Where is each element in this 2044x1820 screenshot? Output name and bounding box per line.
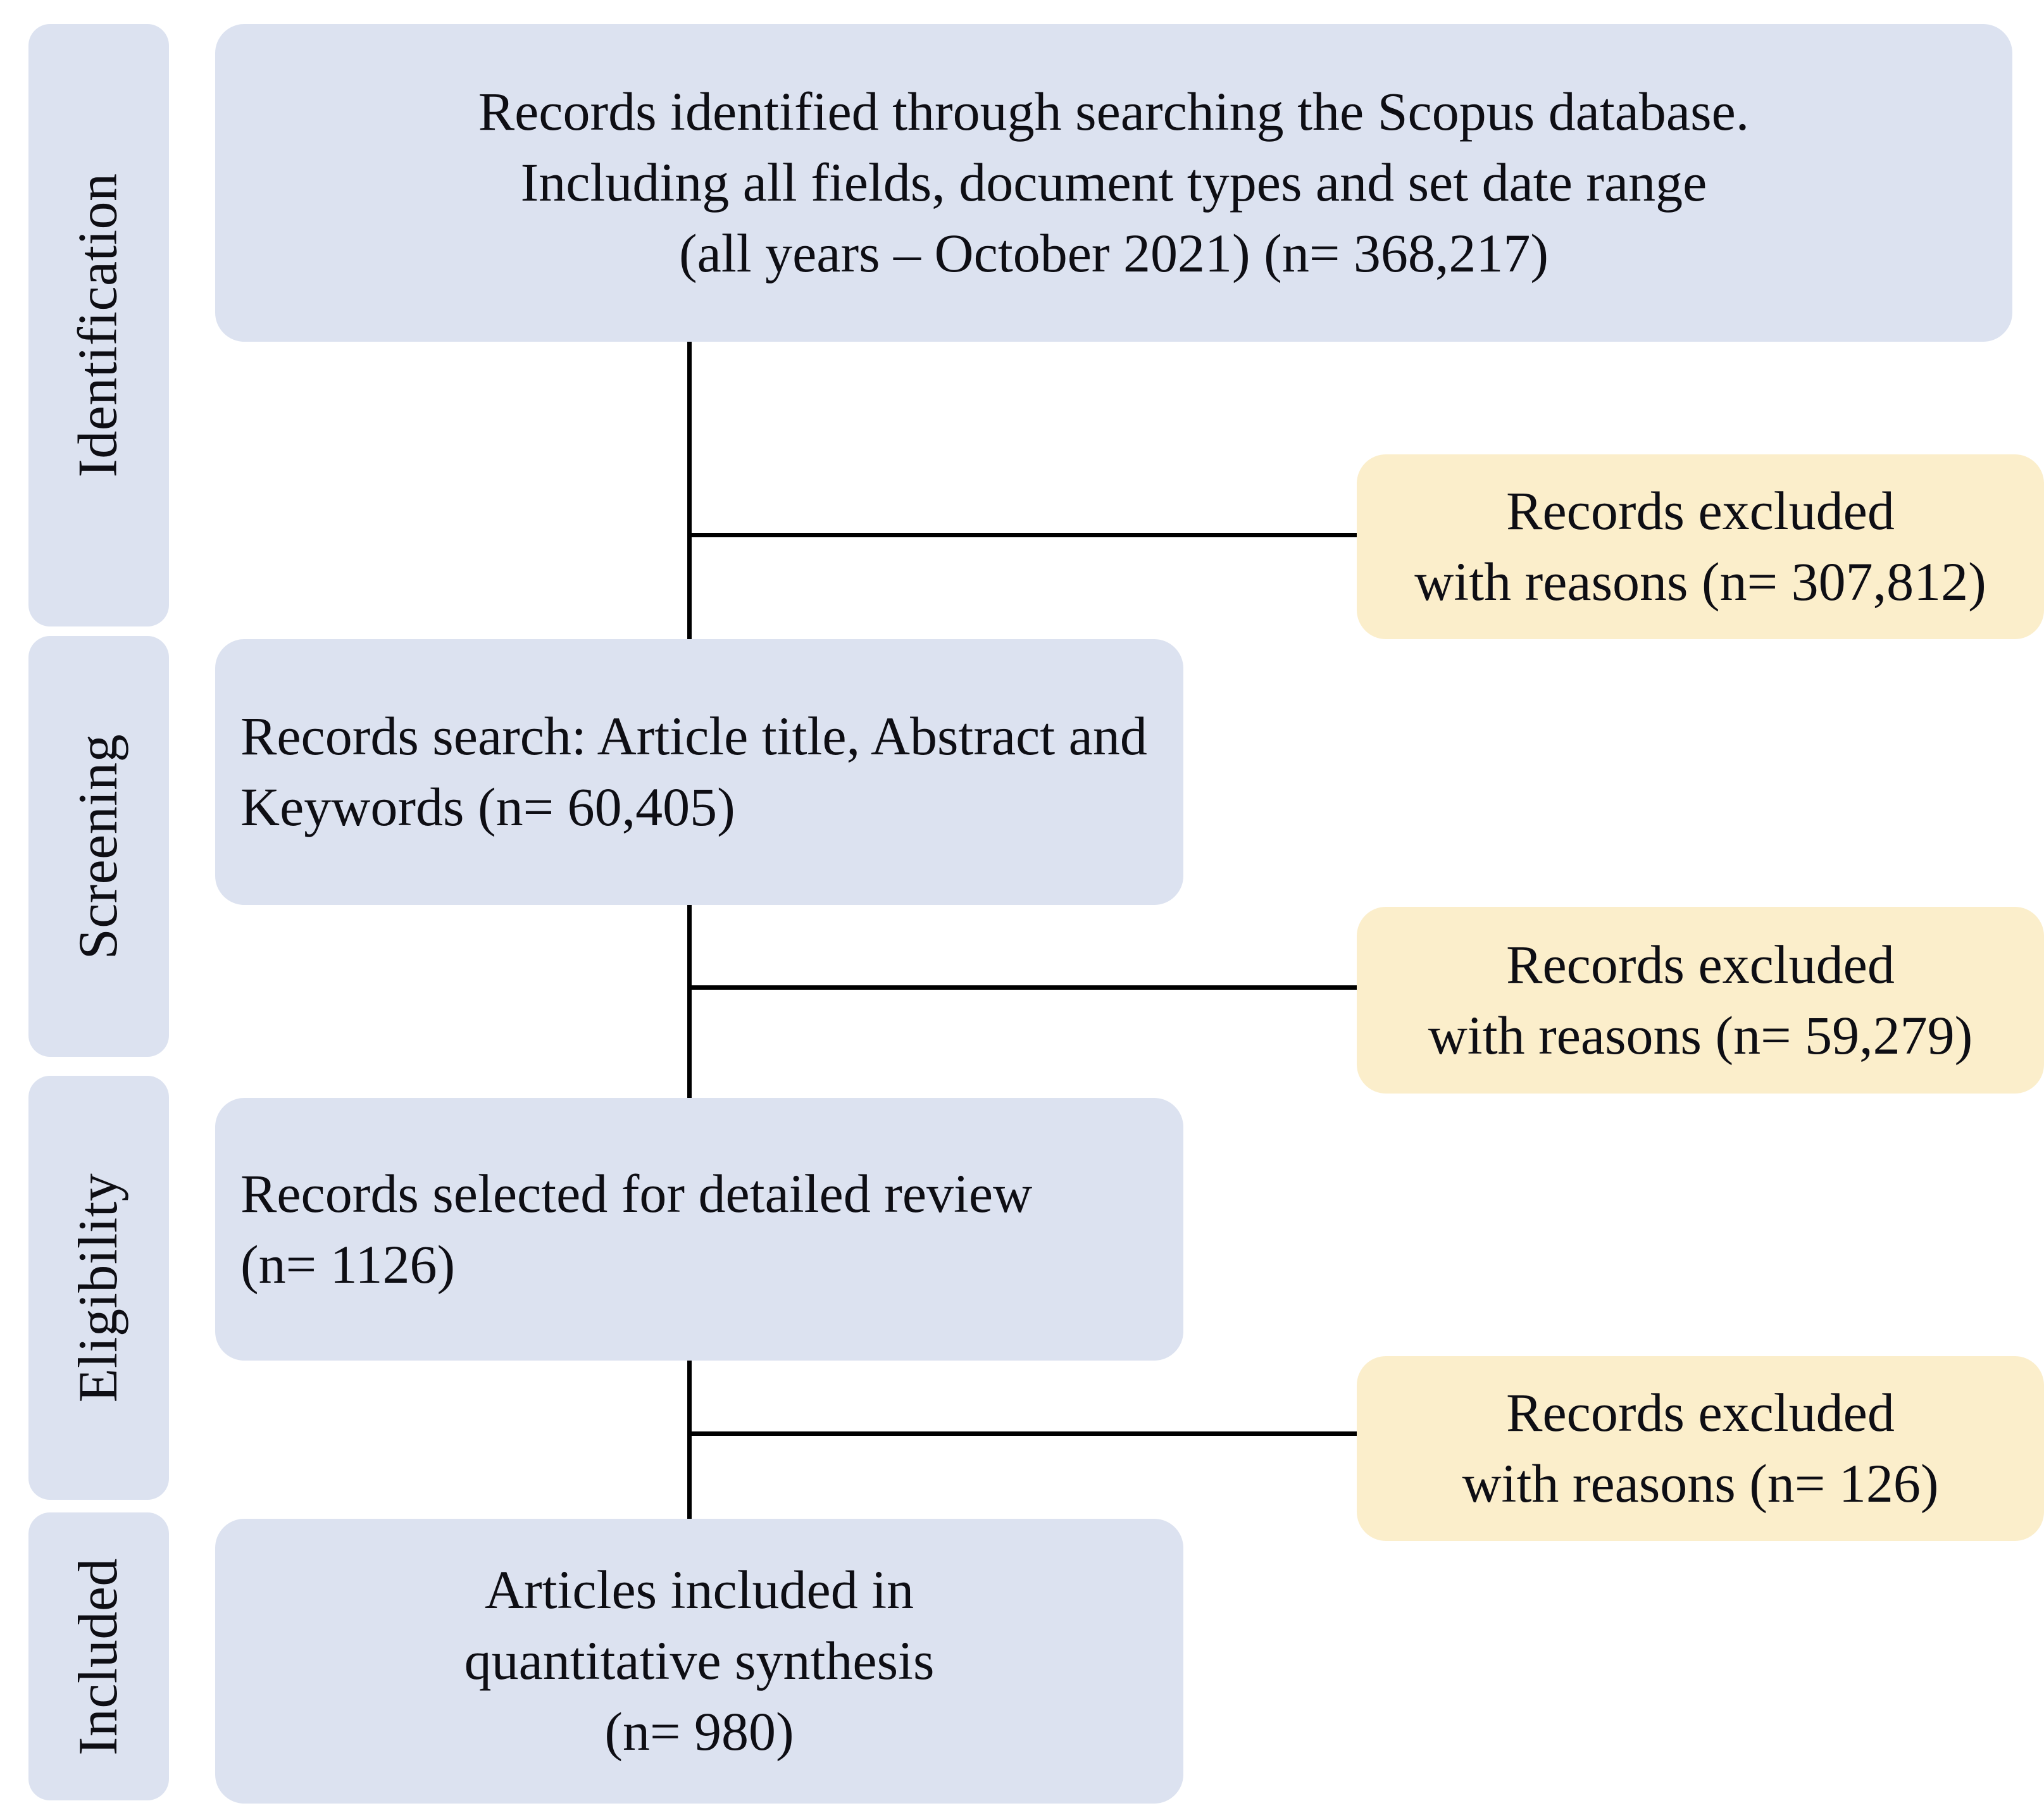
connector-vertical-5 <box>687 1361 692 1433</box>
stage-label-eligibility: Eligibility <box>68 1173 129 1403</box>
exclusion-box-3-text: Records excluded with reasons (n= 126) <box>1462 1382 1939 1514</box>
stage-tab-identification: Identification <box>28 24 169 626</box>
stage-label-screening: Screening <box>68 733 129 959</box>
exclusion-box-2: Records excluded with reasons (n= 59,279… <box>1357 907 2044 1094</box>
flow-box-records-selected: Records selected for detailed review (n=… <box>215 1098 1183 1361</box>
flow-box-records-identified-text: Records identified through searching the… <box>478 81 1750 284</box>
flow-box-articles-included: Articles included in quantitative synthe… <box>215 1519 1183 1804</box>
stage-tab-eligibility: Eligibility <box>28 1076 169 1500</box>
exclusion-box-3: Records excluded with reasons (n= 126) <box>1357 1356 2044 1541</box>
stage-label-included: Included <box>68 1557 129 1755</box>
connector-vertical-3 <box>687 905 692 988</box>
connector-horizontal-exclude-1 <box>687 533 1357 537</box>
stage-tab-included: Included <box>28 1512 169 1800</box>
flow-box-records-search-text: Records search: Article title, Abstract … <box>240 706 1147 837</box>
exclusion-box-1: Records excluded with reasons (n= 307,81… <box>1357 454 2044 639</box>
flow-box-records-search: Records search: Article title, Abstract … <box>215 639 1183 905</box>
flow-box-articles-included-text: Articles included in quantitative synthe… <box>464 1559 935 1762</box>
stage-tab-screening: Screening <box>28 636 169 1057</box>
connector-horizontal-exclude-3 <box>687 1431 1357 1436</box>
exclusion-box-2-text: Records excluded with reasons (n= 59,279… <box>1428 933 1973 1066</box>
connector-vertical-2 <box>687 533 692 642</box>
connector-vertical-1 <box>687 342 692 535</box>
flow-box-records-selected-text: Records selected for detailed review (n=… <box>240 1162 1033 1295</box>
connector-vertical-6 <box>687 1431 692 1521</box>
connector-horizontal-exclude-2 <box>687 985 1357 990</box>
stage-label-identification: Identification <box>68 173 129 478</box>
connector-vertical-4 <box>687 985 692 1100</box>
flow-box-records-identified: Records identified through searching the… <box>215 24 2012 342</box>
exclusion-box-1-text: Records excluded with reasons (n= 307,81… <box>1414 480 1986 612</box>
